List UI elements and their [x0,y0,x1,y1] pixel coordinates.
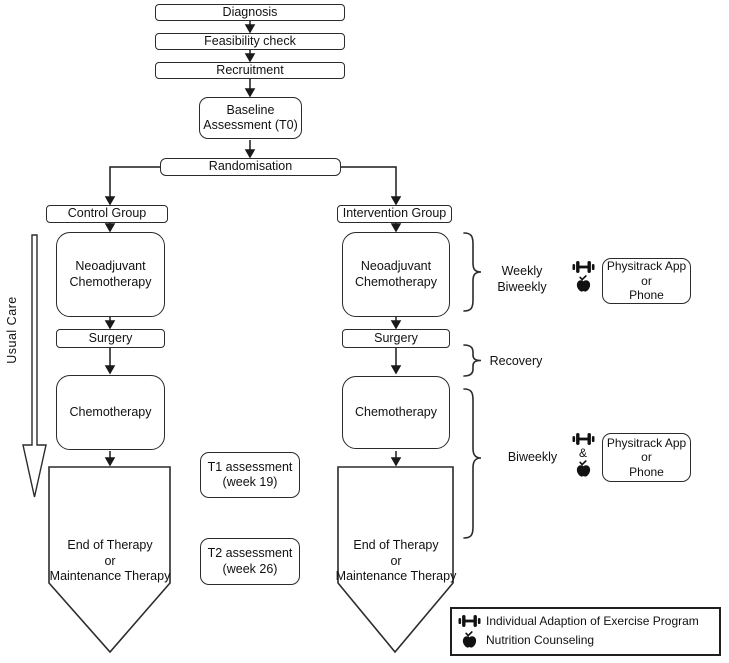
randomisation-box: Randomisation [160,158,341,176]
arrow-surgery-chemo-right [390,348,402,375]
exercise-nutrition-icons-2: & [570,432,596,478]
surgery-box-intervention: Surgery [342,329,450,348]
connector-randomisation-control [104,166,160,206]
recruitment-box: Recruitment [155,62,345,79]
neoadjuvant-chemotherapy-box-intervention: Neoadjuvant Chemotherapy [342,232,450,317]
arrow-diagnosis-feasibility [244,21,256,34]
surgery-box-control: Surgery [56,329,165,348]
arrow-feasibility-recruitment [244,50,256,63]
arrow-baseline-randomisation [244,140,256,159]
intervention-group-box: Intervention Group [337,205,452,223]
usual-care-arrow [22,234,47,498]
brace-weekly-biweekly [463,232,482,312]
legend-box: Individual Adaption of Exercise Program … [450,607,721,656]
apple-icon [576,460,590,477]
feasibility-check-box: Feasibility check [155,33,345,50]
arrow-interventiongroup-neoadjuvant [390,223,402,233]
arrow-chemo-end-left [104,451,116,467]
legend-label-nutrition: Nutrition Counseling [486,633,595,647]
neoadjuvant-chemotherapy-box-control: Neoadjuvant Chemotherapy [56,232,165,317]
apple-icon [576,275,590,292]
physitrack-box-2: Physitrack App or Phone [602,433,691,482]
legend-row-exercise: Individual Adaption of Exercise Program [452,614,719,628]
chemotherapy-box-intervention: Chemotherapy [342,376,450,449]
t1-assessment-box: T1 assessment (week 19) [200,452,300,498]
end-of-therapy-shape-control [48,466,171,654]
recovery-label: Recovery [489,354,543,368]
arrow-neoadjuvant-surgery-left [104,317,116,330]
legend-row-nutrition: Nutrition Counseling [452,631,719,649]
physitrack-box-1: Physitrack App or Phone [602,258,691,304]
ampersand-label: & [578,446,587,460]
control-group-box: Control Group [46,205,168,223]
end-of-therapy-label-intervention: End of Therapy or Maintenance Therapy [335,538,457,584]
connector-randomisation-intervention [341,166,402,206]
end-of-therapy-label-control: End of Therapy or Maintenance Therapy [49,538,171,584]
usual-care-label: Usual Care [5,296,19,364]
weekly-biweekly-label: Weekly Biweekly [497,264,547,294]
dumbbell-icon [572,261,594,273]
t2-assessment-box: T2 assessment (week 26) [200,538,300,585]
end-of-therapy-shape-intervention [337,466,454,654]
chemotherapy-box-control: Chemotherapy [56,375,165,450]
arrow-neoadjuvant-surgery-right [390,317,402,330]
brace-recovery [463,344,482,377]
arrow-chemo-end-right [390,451,402,467]
arrow-surgery-chemo-left [104,348,116,375]
arrow-controlgroup-neoadjuvant [104,223,116,233]
dumbbell-icon [572,433,594,445]
brace-biweekly [463,388,482,539]
legend-label-exercise: Individual Adaption of Exercise Program [486,614,699,628]
baseline-assessment-box: Baseline Assessment (T0) [199,97,302,139]
arrow-recruitment-baseline [244,79,256,98]
diagnosis-box: Diagnosis [155,4,345,21]
exercise-nutrition-icons-1 [570,260,596,293]
dumbbell-icon [452,614,486,628]
apple-icon [452,631,486,649]
biweekly-label: Biweekly [507,450,558,464]
